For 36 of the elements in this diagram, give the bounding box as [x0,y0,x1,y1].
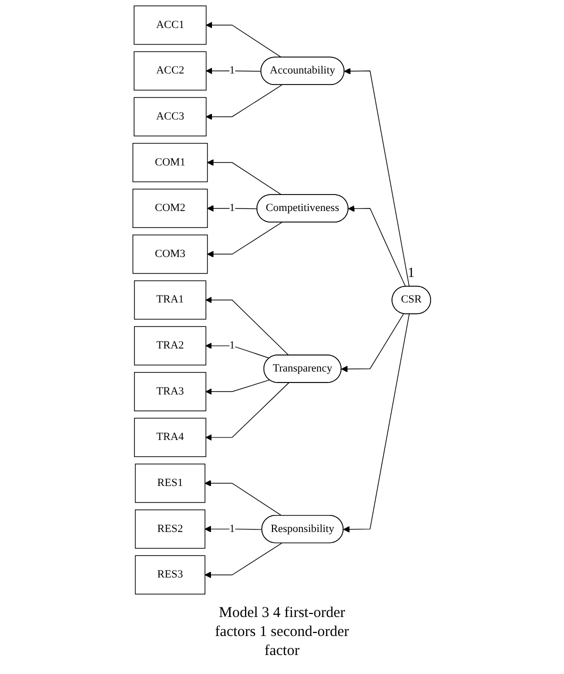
node-box: TRA3 [134,372,206,412]
arrow [206,380,270,395]
edge-label: 1 [230,523,236,535]
variance-label: 1 [408,266,415,282]
arrow [204,526,263,532]
arrow [204,480,282,516]
node-box: TRA2 [134,326,206,366]
arrow [207,205,258,212]
edge-label: 1 [230,202,236,214]
node-box: COM3 [132,234,208,274]
arrow [344,68,410,287]
caption: Model 3 4 first-order factors 1 second-order factor [214,604,350,661]
arrow [206,22,282,58]
arrow [343,314,410,533]
node-box: TRA4 [134,418,206,458]
node-box: COM2 [132,188,208,228]
arrow [206,296,290,356]
edge-label: 1 [230,64,236,77]
arrow [207,159,282,196]
edge-label: 1 [230,340,236,352]
arrow [206,68,262,74]
node-box: RES3 [135,555,206,594]
arrow [207,222,282,258]
arrow [204,542,282,578]
node-box: ACC2 [134,51,207,91]
arrow [341,314,404,372]
arrow [348,205,406,287]
node-box: COM1 [132,142,208,182]
node-box: RES1 [135,464,206,503]
arrow [206,84,282,120]
arrow [206,382,290,441]
node-box: RES2 [135,509,206,549]
node-box: ACC1 [134,6,207,45]
arrow [206,342,270,359]
node-box: TRA1 [134,280,206,320]
node-box: ACC3 [134,97,207,136]
